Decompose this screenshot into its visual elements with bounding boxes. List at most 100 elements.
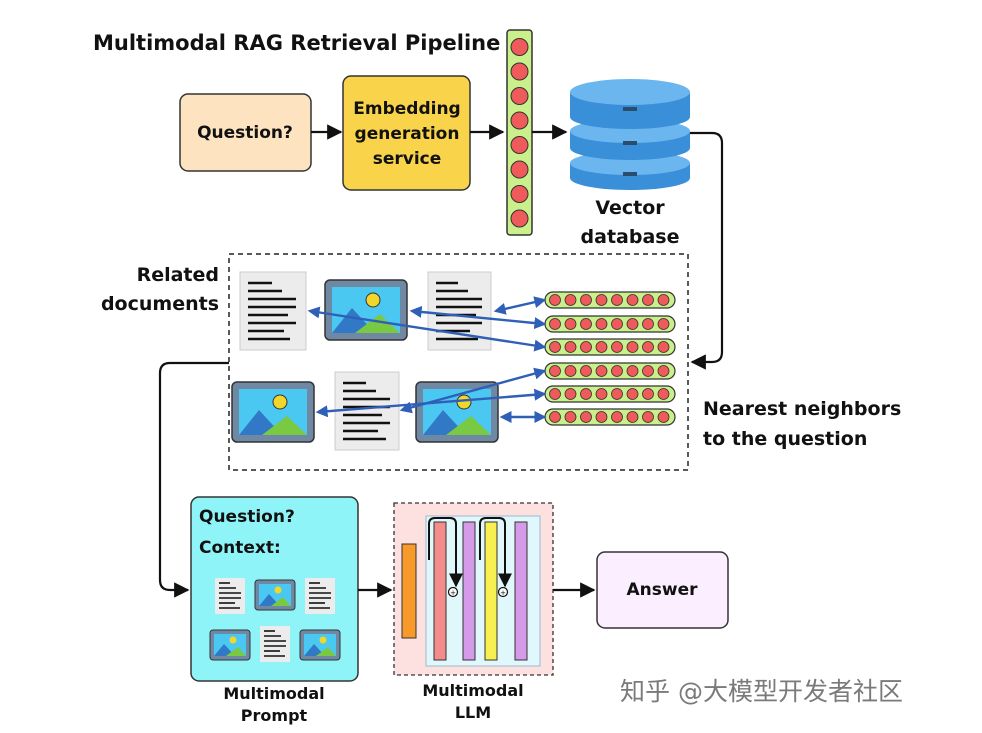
match-arrow [493, 296, 547, 315]
image-icon [415, 381, 499, 443]
prompt-label-line-2: Prompt [241, 706, 308, 725]
embedding-service-node: Embedding generation service [342, 75, 471, 191]
vector-dot [657, 294, 670, 306]
embedding-vector-dots [510, 38, 529, 228]
watermark-text: 知乎 @大模型开发者社区 [620, 677, 903, 706]
doc-icon [239, 271, 307, 351]
page-title: Multimodal RAG Retrieval Pipeline [93, 31, 500, 55]
embedding-vector [506, 29, 533, 236]
vector-dot [580, 341, 592, 353]
vector-dot [595, 318, 608, 330]
vector-dot [564, 294, 577, 306]
match-arrow [315, 388, 547, 418]
neighbor-vectors [544, 291, 676, 426]
vector-dot [564, 365, 577, 377]
vector-dot [510, 209, 529, 228]
vector-dot [611, 388, 623, 400]
llm-label-line-2: LLM [455, 703, 491, 722]
vector-dot [564, 388, 577, 400]
image-icon [299, 629, 341, 661]
doc-icon [215, 578, 245, 614]
vector-dot [657, 388, 670, 400]
vector-dot [595, 365, 608, 377]
vector-dot [611, 294, 623, 306]
vector-dot [626, 294, 639, 306]
question-text: Question? [197, 123, 293, 143]
vector-dot [564, 341, 577, 353]
image-icon [209, 629, 251, 661]
vector-dot [642, 411, 654, 423]
answer-text: Answer [627, 580, 699, 600]
vector-dot [510, 62, 529, 81]
vector-dot [626, 341, 639, 353]
vector-dot [595, 411, 608, 423]
neighbor-vector [544, 408, 676, 426]
neighbor-vector [544, 315, 676, 333]
image-icon [324, 279, 408, 341]
svg-text:+: + [500, 589, 506, 597]
vector-dot [611, 411, 623, 423]
answer-node: Answer [596, 551, 729, 629]
vector-dot [657, 341, 670, 353]
prompt-context-text: Context: [199, 538, 281, 558]
doc-icon [260, 626, 290, 662]
vector-dot [580, 294, 592, 306]
llm-node: + + [393, 502, 554, 676]
neighbor-vector [544, 291, 676, 309]
vector-dot [642, 294, 654, 306]
embedding-line-2: generation [355, 124, 460, 144]
neighbor-vector [544, 362, 676, 380]
vector-dot [657, 411, 670, 423]
image-icon [254, 579, 296, 611]
database-icon [570, 79, 690, 190]
match-arrows [307, 296, 547, 423]
related-documents-line-1: Related [137, 264, 219, 286]
vector-dot [626, 388, 639, 400]
vector-dot [549, 411, 561, 423]
vector-dot [510, 185, 529, 203]
vector-dot [549, 341, 561, 353]
vector-dot [657, 365, 670, 377]
vector-dot [626, 365, 639, 377]
vector-dot [642, 365, 654, 377]
match-arrow [307, 306, 547, 352]
prompt-node: Question? Context: [190, 496, 359, 682]
image-icon [231, 381, 315, 443]
vector-dot [510, 160, 529, 179]
vector-dot [642, 318, 654, 330]
doc-icon [305, 578, 335, 614]
vector-db-line-1: Vector [595, 197, 665, 219]
vector-dot [549, 388, 561, 400]
vector-dot [595, 341, 608, 353]
arrow-retrieval-prompt [158, 361, 229, 598]
neighbor-vector [544, 385, 676, 403]
vector-dot [580, 365, 592, 377]
vector-dot [611, 365, 623, 377]
vector-dot [549, 318, 561, 330]
vector-dot [642, 341, 654, 353]
vector-dot [549, 294, 561, 306]
vector-dot [510, 87, 529, 105]
prompt-question-text: Question? [199, 507, 295, 527]
vector-dot [611, 318, 623, 330]
vector-dot [657, 318, 670, 330]
nearest-neighbors-line-2: to the question [703, 428, 867, 450]
vector-dot [595, 294, 608, 306]
vector-dot [580, 318, 592, 330]
nearest-neighbors-line-1: Nearest neighbors [703, 398, 901, 420]
vector-dot [510, 38, 529, 56]
vector-dot [611, 341, 623, 353]
vector-db-line-2: database [581, 226, 680, 248]
vector-dot [642, 388, 654, 400]
svg-text:+: + [450, 589, 456, 597]
question-node: Question? [179, 93, 312, 172]
prompt-label-line-1: Multimodal [223, 684, 324, 703]
arrow-database-retrieval [690, 131, 724, 370]
llm-label-line-1: Multimodal [422, 681, 523, 700]
vector-dot [580, 388, 592, 400]
vector-dot [595, 388, 608, 400]
embedding-line-1: Embedding [353, 99, 460, 119]
vector-dot [564, 411, 577, 423]
vector-dot [580, 411, 592, 423]
